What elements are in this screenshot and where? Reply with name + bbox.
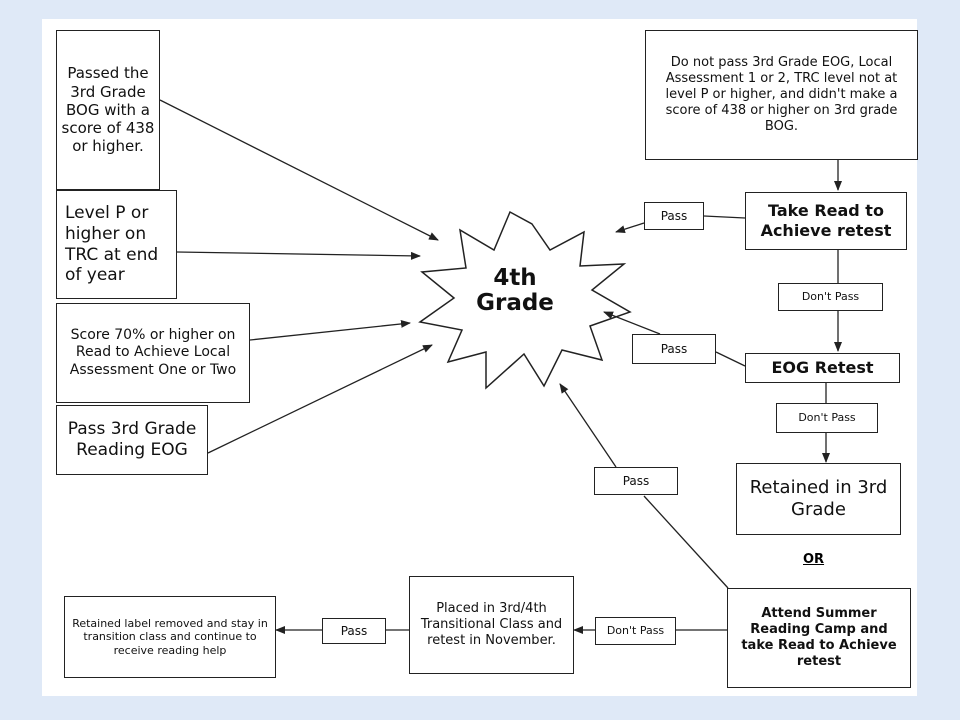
box-level-p-text: Level P or higher on TRC at end of year xyxy=(65,203,159,286)
box-transitional-text: Placed in 3rd/4th Transitional Class and… xyxy=(420,601,563,648)
box-summer-camp-text: Attend Summer Reading Camp and take Read… xyxy=(741,606,897,669)
label-pass-mid-text: Pass xyxy=(660,341,688,356)
box-retained-removed-text: Retained label removed and stay in trans… xyxy=(72,616,268,657)
label-pass-bottom: Pass xyxy=(594,467,678,495)
box-retained: Retained in 3rd Grade xyxy=(736,463,901,535)
label-pass-row-text: Pass xyxy=(340,623,368,638)
box-score-70-text: Score 70% or higher on Read to Achieve L… xyxy=(69,327,237,378)
box-score-70: Score 70% or higher on Read to Achieve L… xyxy=(56,303,250,403)
label-pass-bottom-text: Pass xyxy=(622,473,650,488)
label-dont-pass-1: Don't Pass xyxy=(778,283,883,311)
label-pass-top-text: Pass xyxy=(660,208,688,223)
box-passed-bog: Passed the 3rd Grade BOG with a score of… xyxy=(56,30,160,190)
label-dont-pass-1-text: Don't Pass xyxy=(801,290,860,304)
label-pass-mid: Pass xyxy=(632,334,716,364)
box-pass-eog: Pass 3rd Grade Reading EOG xyxy=(56,405,208,475)
label-dont-pass-3-text: Don't Pass xyxy=(606,624,665,638)
label-dont-pass-2: Don't Pass xyxy=(776,403,878,433)
box-eog-retest: EOG Retest xyxy=(745,353,900,383)
box-level-p: Level P or higher on TRC at end of year xyxy=(56,190,177,299)
label-pass-row: Pass xyxy=(322,618,386,644)
box-passed-bog-text: Passed the 3rd Grade BOG with a score of… xyxy=(61,64,155,156)
label-pass-top: Pass xyxy=(644,202,704,230)
label-dont-pass-2-text: Don't Pass xyxy=(798,411,856,425)
box-take-retest: Take Read to Achieve retest xyxy=(745,192,907,250)
box-do-not-pass: Do not pass 3rd Grade EOG, Local Assessm… xyxy=(645,30,918,160)
box-retained-text: Retained in 3rd Grade xyxy=(749,477,888,520)
fourth-grade-label: 4th Grade xyxy=(460,265,570,317)
box-do-not-pass-text: Do not pass 3rd Grade EOG, Local Assessm… xyxy=(665,55,898,134)
fourth-grade-line2: Grade xyxy=(476,290,554,317)
box-retained-removed: Retained label removed and stay in trans… xyxy=(64,596,276,678)
or-label: OR xyxy=(803,552,825,567)
box-transitional: Placed in 3rd/4th Transitional Class and… xyxy=(409,576,574,674)
box-summer-camp: Attend Summer Reading Camp and take Read… xyxy=(727,588,911,688)
box-pass-eog-text: Pass 3rd Grade Reading EOG xyxy=(67,419,197,460)
box-eog-retest-text: EOG Retest xyxy=(771,358,874,378)
label-dont-pass-3: Don't Pass xyxy=(595,617,676,645)
box-take-retest-text: Take Read to Achieve retest xyxy=(760,201,892,240)
fourth-grade-line1: 4th xyxy=(493,265,537,291)
